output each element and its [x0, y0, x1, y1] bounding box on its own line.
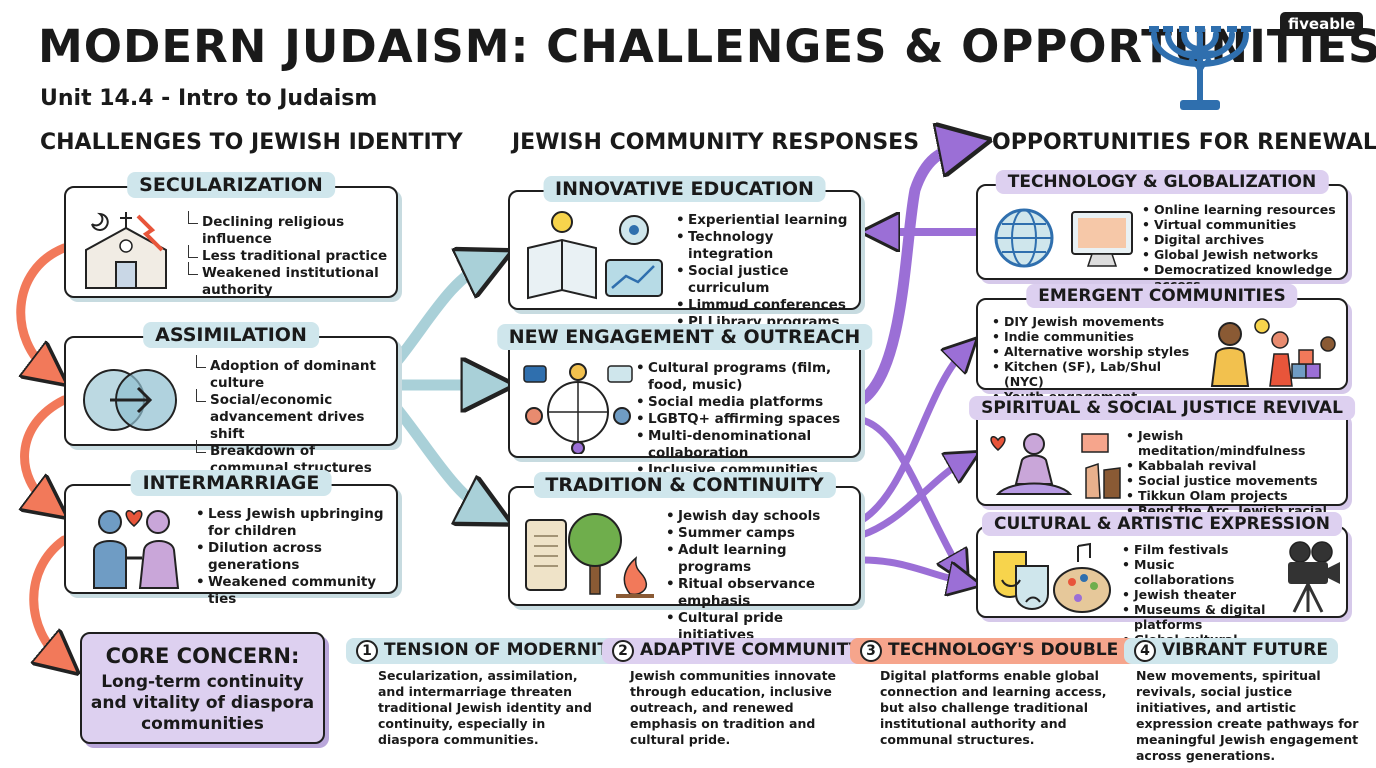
list-item: Experiential learning: [676, 212, 856, 229]
community-network-icon: [523, 363, 633, 454]
brand-logo: fiveable: [1280, 12, 1364, 36]
core-concern-text: Long-term continuity and vitality of dia…: [90, 672, 315, 734]
list-item: Dilution across generations: [196, 540, 394, 574]
overlapping-circles-icon: [83, 369, 177, 431]
card-title: SPIRITUAL & SOCIAL JUSTICE REVIVAL: [969, 396, 1355, 420]
core-concern-box: CORE CONCERN: Long-term continuity and v…: [80, 632, 325, 744]
list-item: Museums & digital platforms: [1122, 602, 1272, 632]
list-item: Declining religious influence: [186, 211, 391, 248]
card-title: NEW ENGAGEMENT & OUTREACH: [496, 324, 873, 350]
card-title: CULTURAL & ARTISTIC EXPRESSION: [981, 512, 1343, 536]
takeaway-4-text: New movements, spiritual revivals, socia…: [1136, 668, 1359, 763]
list-item: Multi-denominational collaboration: [636, 428, 858, 462]
list-item: Social justice movements: [1126, 473, 1348, 488]
list-item: Jewish theater: [1122, 587, 1272, 602]
meditation-fist-icon: [990, 433, 1121, 499]
list-item: Social media platforms: [636, 394, 858, 411]
card-technology-globalization: TECHNOLOGY & GLOBALIZATION Online learni…: [976, 170, 1348, 292]
card-title: SECULARIZATION: [127, 172, 335, 198]
column-header-challenges: CHALLENGES TO JEWISH IDENTITY: [36, 130, 467, 159]
card-emergent-communities: EMERGENT COMMUNITIES DIY Jewish movement…: [976, 284, 1348, 404]
list-item: Alternative worship styles: [992, 344, 1192, 359]
number-badge: 2: [612, 640, 634, 662]
column-header-opportunities: OPPORTUNITIES FOR RENEWAL: [988, 130, 1376, 159]
list-item: Less Jewish upbringing for children: [196, 506, 394, 540]
list-item: Cultural programs (film, food, music): [636, 360, 858, 394]
list-item: Digital archives: [1142, 232, 1347, 247]
arrow-tradition-to-emergent: [858, 350, 965, 524]
card-title: TRADITION & CONTINUITY: [533, 472, 836, 498]
number-badge: 4: [1134, 640, 1156, 662]
list-item: Ritual observance emphasis: [666, 576, 858, 610]
people-building-icon: [1210, 318, 1336, 387]
takeaway-3-text: Digital platforms enable global connecti…: [880, 668, 1107, 747]
list-item: Kitchen (SF), Lab/Shul (NYC): [992, 359, 1192, 389]
list-item: LGBTQ+ affirming spaces: [636, 411, 858, 428]
list-item: Summer camps: [666, 525, 858, 542]
card-secularization: SECULARIZATION Declining religious influ…: [64, 172, 398, 299]
page-subtitle: Unit 14.4 - Intro to Judaism: [40, 86, 378, 111]
column-header-responses: JEWISH COMMUNITY RESPONSES: [508, 130, 924, 159]
card-tradition-continuity: TRADITION & CONTINUITY Jewish day school…: [508, 472, 861, 643]
list-item: Adoption of dominant culture: [194, 355, 394, 392]
couple-icon: [93, 510, 180, 589]
card-title: INNOVATIVE EDUCATION: [543, 176, 826, 202]
arrow-outreach-to-cultural: [858, 416, 960, 570]
arrow-assimilation-to-education: [392, 262, 488, 366]
film-camera-icon: [1288, 541, 1340, 613]
list-item: Tikkun Olam projects: [1126, 488, 1348, 503]
list-item: Virtual communities: [1142, 217, 1347, 232]
card-title: TECHNOLOGY & GLOBALIZATION: [995, 170, 1329, 194]
list-item: Technology integration: [676, 229, 856, 263]
list-item: DIY Jewish movements: [992, 314, 1192, 329]
list-item: Kabbalah revival: [1126, 458, 1348, 473]
card-engagement-outreach: NEW ENGAGEMENT & OUTREACH Cultural progr…: [496, 324, 873, 479]
card-spiritual-justice: SPIRITUAL & SOCIAL JUSTICE REVIVAL Jewis…: [969, 396, 1355, 533]
arrow-tradition-to-spiritual: [858, 460, 965, 539]
arrow-secularization-to-assimilation: [16, 243, 64, 372]
card-cultural-artistic: CULTURAL & ARTISTIC EXPRESSION Film fest…: [976, 512, 1348, 662]
arrow-tradition-to-cultural: [858, 556, 965, 582]
arrow-intermarriage-to-core: [29, 535, 64, 660]
takeaway-2-text: Jewish communities innovate through educ…: [630, 668, 837, 747]
list-item: Indie communities: [992, 329, 1192, 344]
list-item: Jewish day schools: [666, 508, 858, 525]
card-title: EMERGENT COMMUNITIES: [1026, 284, 1298, 308]
list-item: Music collaborations: [1122, 557, 1272, 587]
arrow-assimilation-to-intermarriage: [25, 395, 64, 505]
card-assimilation: ASSIMILATION Adoption of dominant cultur…: [64, 322, 398, 476]
menorah-icon: [1149, 26, 1251, 110]
list-item: Social/economic advancement drives shift: [194, 389, 394, 443]
torah-tree-fire-icon: [525, 513, 654, 598]
card-title: ASSIMILATION: [143, 322, 319, 348]
card-intermarriage: INTERMARRIAGE Less Jewish upbringing for…: [64, 470, 398, 607]
list-item: Jewish meditation/mindfulness: [1126, 428, 1348, 458]
card-title: INTERMARRIAGE: [130, 470, 332, 496]
list-item: Online learning resources: [1142, 202, 1347, 217]
globe-computer-icon: [994, 208, 1133, 268]
takeaway-1-text: Secularization, assimilation, and interm…: [378, 668, 592, 747]
core-concern-title: CORE CONCERN:: [105, 644, 300, 668]
number-badge: 3: [860, 640, 882, 662]
list-item: Adult learning programs: [666, 542, 858, 576]
arrow-outreach-to-renewal: [856, 145, 965, 406]
church-icon: [85, 212, 167, 289]
list-item: Global Jewish networks: [1142, 247, 1347, 262]
list-item: Less traditional practice: [186, 245, 391, 265]
list-item: Weakened institutional authority: [186, 262, 391, 299]
list-item: Social justice curriculum: [676, 263, 856, 297]
card-innovative-education: INNOVATIVE EDUCATION Experiential learni…: [508, 176, 861, 331]
arrow-assimilation-to-tradition: [392, 404, 488, 512]
list-item: Weakened community ties: [196, 574, 394, 608]
number-badge: 1: [356, 640, 378, 662]
list-item: Limmud conferences: [676, 297, 856, 314]
list-item: Film festivals: [1122, 542, 1272, 557]
book-lightbulb-icon: [527, 211, 663, 300]
theater-masks-palette-icon: [993, 542, 1111, 613]
